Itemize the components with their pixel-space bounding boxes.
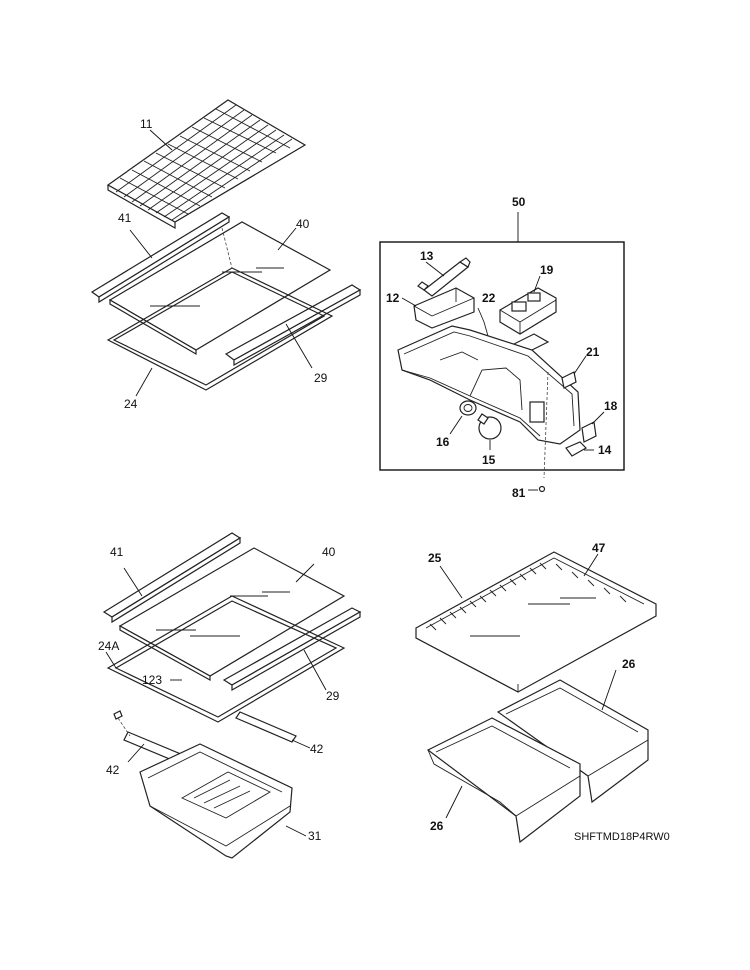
label-24A: 24A bbox=[98, 639, 119, 653]
label-50: 50 bbox=[512, 195, 526, 209]
label-42-left: 42 bbox=[106, 763, 120, 777]
label-16: 16 bbox=[436, 435, 450, 449]
label-24: 24 bbox=[124, 397, 138, 411]
model-code: SHFTMD18P4RW0 bbox=[574, 831, 670, 843]
label-29-top: 29 bbox=[314, 371, 328, 385]
label-41-top: 41 bbox=[118, 211, 132, 225]
label-26-left: 26 bbox=[430, 819, 444, 833]
crisper-cover bbox=[415, 551, 657, 693]
lower-glass-shelf bbox=[102, 532, 362, 859]
light-housing-assembly bbox=[397, 257, 605, 479]
label-19: 19 bbox=[540, 263, 554, 277]
label-11: 11 bbox=[140, 117, 153, 131]
label-26-right: 26 bbox=[622, 657, 636, 671]
top-glass-shelf bbox=[90, 212, 362, 397]
wire-shelf bbox=[106, 99, 307, 230]
label-15: 15 bbox=[482, 453, 496, 467]
label-13: 13 bbox=[420, 249, 434, 263]
crisper-drawers bbox=[426, 669, 649, 844]
label-81: 81 bbox=[512, 486, 526, 500]
label-29-low: 29 bbox=[326, 689, 340, 703]
label-31: 31 bbox=[308, 829, 322, 843]
label-123: 123 bbox=[142, 673, 162, 687]
label-21: 21 bbox=[586, 345, 600, 359]
label-12: 12 bbox=[386, 291, 400, 305]
label-18: 18 bbox=[604, 399, 618, 413]
label-25: 25 bbox=[428, 551, 442, 565]
label-40-top: 40 bbox=[296, 217, 310, 231]
label-40-low: 40 bbox=[322, 545, 336, 559]
label-14: 14 bbox=[598, 443, 612, 457]
label-42-right: 42 bbox=[310, 742, 324, 756]
label-41-low: 41 bbox=[110, 545, 124, 559]
label-47: 47 bbox=[592, 541, 606, 555]
assembly-box bbox=[379, 241, 625, 471]
label-22: 22 bbox=[482, 291, 496, 305]
screw-81 bbox=[528, 485, 546, 493]
